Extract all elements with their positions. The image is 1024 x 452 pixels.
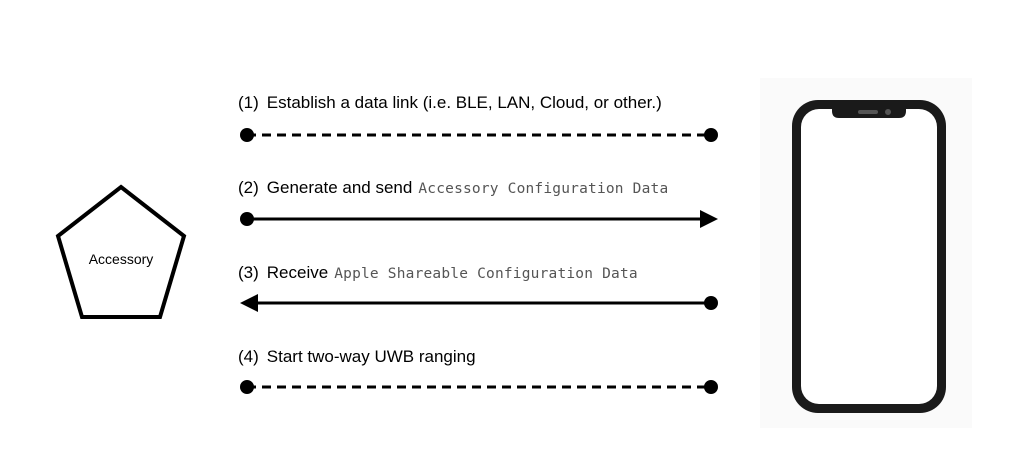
phone-screen: [801, 109, 937, 404]
step-4-number: (4): [238, 347, 259, 366]
step-2-code: Accessory Configuration Data: [418, 181, 669, 197]
arrow-right-icon: [700, 210, 718, 228]
endpoint-dot-left-2: [240, 212, 254, 226]
accessory-pentagon-shape: [55, 184, 187, 319]
step-4-text: Start two-way UWB ranging: [266, 347, 476, 366]
speaker-grille-icon: [858, 110, 878, 114]
step-1-number: (1): [238, 93, 259, 112]
step-3-number: (3): [238, 263, 259, 282]
front-camera-icon: [885, 109, 891, 115]
endpoint-dot-right-1: [704, 128, 718, 142]
endpoint-dot-right-3: [704, 296, 718, 310]
link-step-3: [240, 294, 718, 312]
accessory-node: Accessory: [55, 184, 187, 319]
step-4-label: (4) Start two-way UWB ranging: [238, 345, 476, 369]
arrow-left-icon: [240, 294, 258, 312]
step-1-text: Establish a data link (i.e. BLE, LAN, Cl…: [266, 93, 662, 112]
step-1-label: (1) Establish a data link (i.e. BLE, LAN,…: [238, 91, 662, 115]
endpoint-dot-right-4: [704, 380, 718, 394]
step-3-text: Receive: [266, 263, 329, 282]
iphone-device: [760, 78, 972, 428]
step-3-label: (3) Receive Apple Shareable Configuration …: [238, 261, 638, 285]
link-step-1: [240, 128, 718, 142]
link-step-2: [240, 210, 718, 228]
step-2-label: (2) Generate and send Accessory Configurat…: [238, 176, 668, 200]
accessory-label: Accessory: [89, 251, 154, 267]
endpoint-dot-left-4: [240, 380, 254, 394]
step-2-text: Generate and send: [266, 178, 413, 197]
endpoint-dot-left-1: [240, 128, 254, 142]
step-2-number: (2): [238, 178, 259, 197]
step-3-code: Apple Shareable Configuration Data: [334, 266, 638, 282]
link-step-4: [240, 380, 718, 394]
